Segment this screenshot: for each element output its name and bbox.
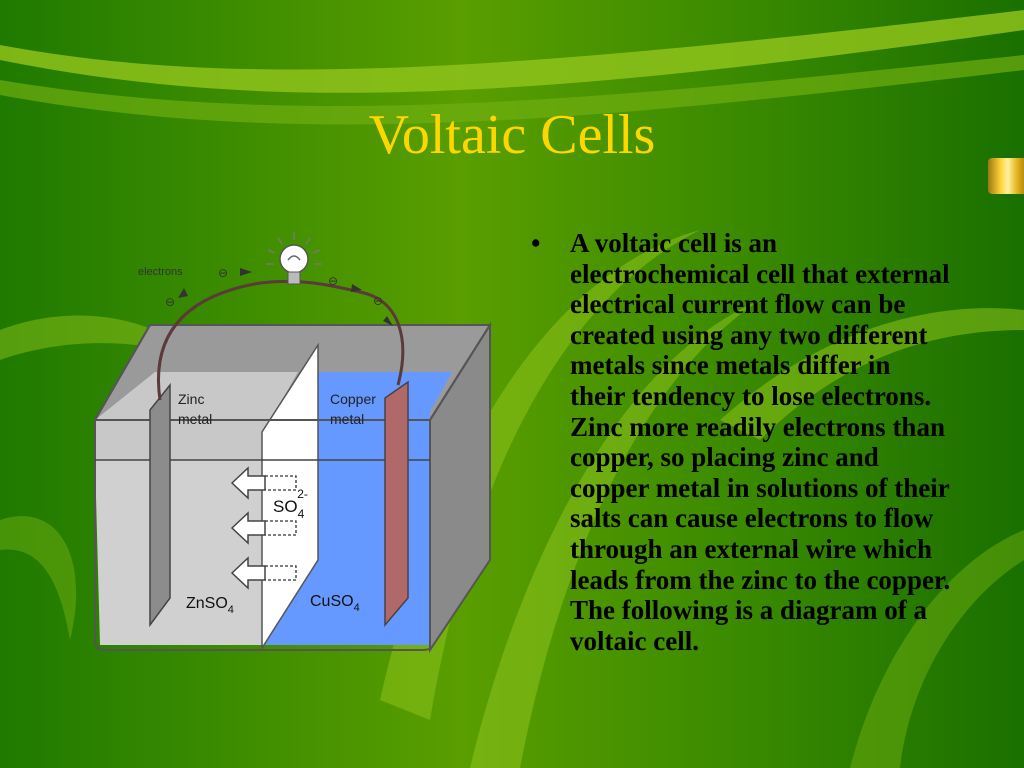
electron-symbol: ⊖ [373, 294, 383, 308]
copper-electrode [384, 380, 409, 628]
bullet-point: • A voltaic cell is an electrochemical c… [531, 228, 951, 656]
gold-tab-decoration [988, 158, 1024, 194]
ion-arrow [230, 511, 266, 545]
top-swoosh [0, 10, 1024, 93]
light-bulb-icon [266, 232, 322, 285]
beaker-front [94, 419, 431, 651]
electron-flow-arrow [351, 284, 362, 292]
left-solution [95, 460, 265, 645]
electrons-label: electrons [138, 266, 183, 278]
ion-arrow [230, 556, 266, 590]
external-wire [157, 279, 405, 401]
ion-arrow [230, 466, 266, 500]
bullet-marker: • [531, 228, 541, 258]
right-swoosh [720, 308, 1024, 440]
voltaic-cell-diagram: electrons ⊖ ⊖ ⊖ ⊖ Zinc metal Copper meta… [93, 232, 492, 654]
body-text: A voltaic cell is an electrochemical cel… [570, 228, 951, 656]
copper-label: Copper [330, 391, 376, 407]
electron-symbol: ⊖ [218, 266, 228, 280]
electron-flow-arrow [383, 316, 393, 326]
electron-symbol: ⊖ [328, 274, 338, 288]
sulfate-migration-arrows [230, 466, 266, 590]
cuso4-label: CuSO4 [310, 593, 360, 614]
znso4-label: ZnSO4 [186, 595, 234, 616]
sulfate-ion-label: SO42- [273, 487, 308, 521]
electron-symbol: ⊖ [165, 295, 175, 309]
zinc-label-line2: metal [178, 411, 212, 427]
zinc-electrode [149, 382, 171, 628]
left-swoosh [0, 315, 200, 360]
copper-label-line2: metal [330, 411, 364, 427]
center-swoosh [380, 230, 700, 720]
slide-title: Voltaic Cells [368, 104, 656, 166]
electron-flow-arrow [240, 268, 252, 276]
electron-flow-arrow [178, 288, 188, 298]
zinc-label: Zinc [178, 391, 204, 407]
